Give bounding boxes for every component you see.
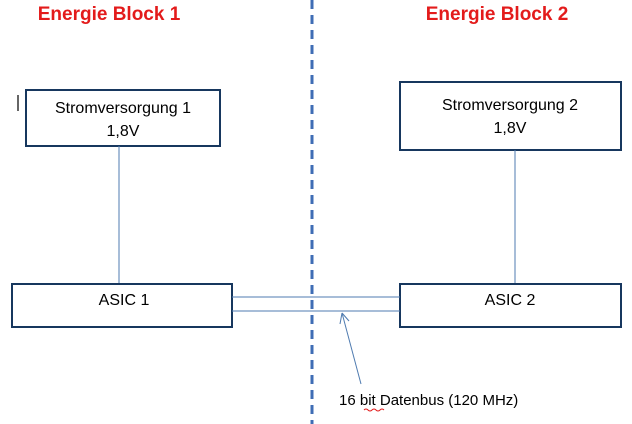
bus-callout-arrow — [339, 312, 362, 385]
power-supply-2-voltage: 1,8V — [494, 120, 527, 137]
spellcheck-underline — [363, 408, 385, 412]
data-bus-label-unit: bit — [360, 392, 377, 409]
heading-energie-block-2: Energie Block 2 — [426, 4, 569, 25]
power-supply-1-voltage: 1,8V — [107, 123, 140, 140]
asic-1-box — [11, 283, 233, 328]
asic-2-label: ASIC 2 — [485, 292, 536, 309]
heading-energie-block-1: Energie Block 1 — [38, 4, 181, 25]
power-supply-1-label: Stromversorgung 1 — [55, 100, 191, 117]
data-bus-label: 16 bit Datenbus (120 MHz) — [339, 392, 518, 409]
data-bus-label-rest: Datenbus (120 MHz) — [380, 392, 518, 409]
data-bus-label-width: 16 — [339, 392, 356, 409]
asic-1-label: ASIC 1 — [99, 292, 150, 309]
power-supply-1-box — [25, 89, 221, 147]
asic-2-box — [399, 283, 622, 328]
power-supply-2-box — [399, 81, 622, 151]
power-supply-2-label: Stromversorgung 2 — [442, 97, 578, 114]
